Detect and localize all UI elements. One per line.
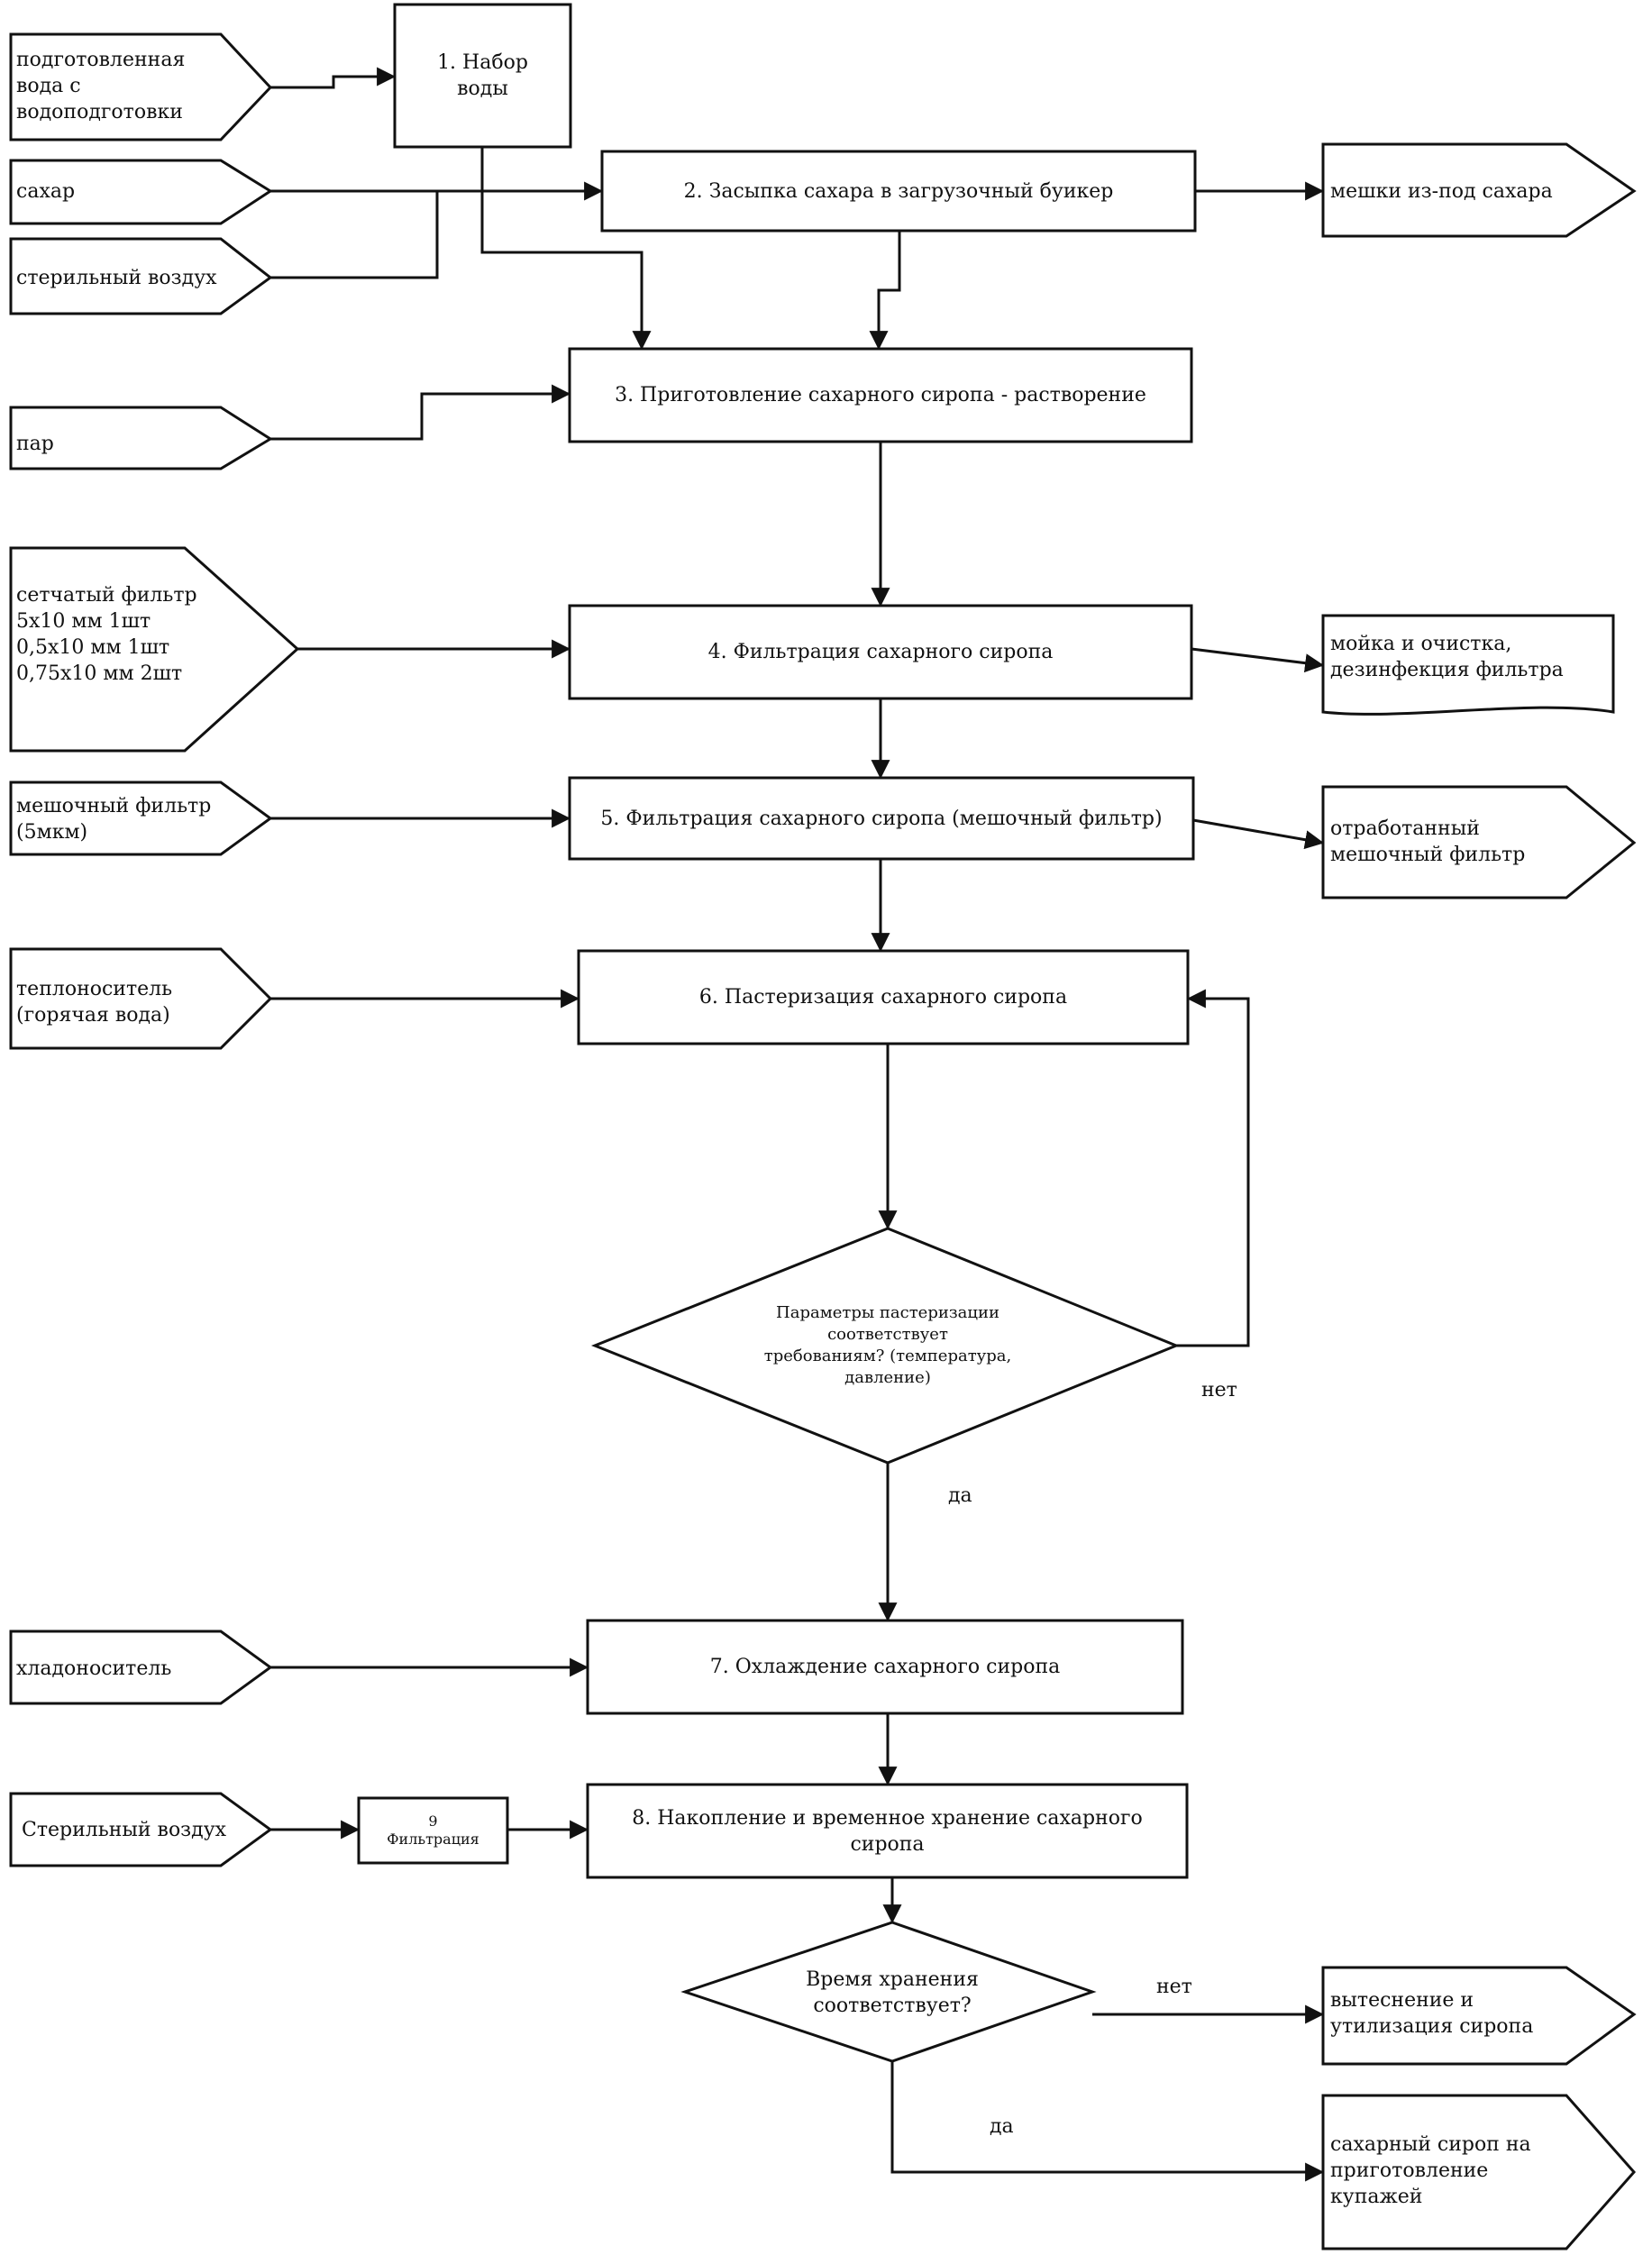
step-9-label: 9 Фильтрация bbox=[387, 1812, 479, 1848]
output-cleaning-shape bbox=[1321, 614, 1615, 716]
step-8-box bbox=[586, 1783, 1189, 1879]
edge-decision2-yes: да bbox=[990, 2115, 1014, 2138]
arrow-steam-to-step3 bbox=[270, 384, 571, 441]
edge-decision1-no: нет bbox=[1201, 1379, 1237, 1401]
input-bag-filter-shape bbox=[9, 781, 273, 856]
arrow-step4-to-cleaning bbox=[1191, 647, 1325, 673]
arrow-step2-to-step3 bbox=[869, 231, 901, 351]
step-2-box bbox=[600, 150, 1197, 233]
input-coolant-shape bbox=[9, 1630, 273, 1705]
input-bag-filter-label: мешочный фильтр (5мкм) bbox=[16, 795, 212, 844]
step-1-label: 1. Набор воды bbox=[437, 51, 528, 100]
step-7-box bbox=[586, 1619, 1184, 1715]
edge-decision2-no: нет bbox=[1156, 1976, 1192, 1998]
step-3-label: 3. Приготовление сахарного сиропа - раст… bbox=[615, 384, 1146, 406]
input-coolant-label: хладоноситель bbox=[16, 1657, 172, 1680]
arrow-step1-to-step3 bbox=[480, 147, 652, 351]
input-water-shape bbox=[9, 32, 273, 142]
step-9-box bbox=[357, 1796, 509, 1865]
input-mesh-filter-shape bbox=[9, 546, 300, 753]
input-sterile-air-2-label: Стерильный воздух bbox=[22, 1819, 227, 1841]
output-used-filter-label: отработанный мешочный фильтр bbox=[1330, 817, 1526, 866]
output-cleaning-label: мойка и очистка, дезинфекция фильтра bbox=[1330, 633, 1564, 681]
step-6-box bbox=[577, 949, 1190, 1045]
output-to-blending-label: сахарный сироп на приготовление купажей bbox=[1330, 2133, 1531, 2208]
arrow-air-to-step2 bbox=[270, 191, 439, 279]
step-7-label: 7. Охлаждение сахарного сиропа bbox=[709, 1656, 1061, 1678]
output-bags-shape bbox=[1321, 142, 1637, 238]
arrow-step5-to-usedfilter bbox=[1192, 818, 1325, 850]
output-used-filter-shape bbox=[1321, 785, 1637, 899]
step-1-box bbox=[393, 3, 572, 149]
arrow-decision1-no-loop bbox=[1176, 989, 1250, 1347]
output-disposal-label: вытеснение и утилизация сиропа bbox=[1330, 1989, 1534, 2038]
input-sterile-air-2-shape bbox=[9, 1792, 273, 1867]
input-sugar-label: сахар bbox=[16, 180, 76, 203]
step-4-label: 4. Фильтрация сахарного сиропа bbox=[707, 641, 1054, 663]
step-6-label: 6. Пастеризация сахарного сиропа bbox=[698, 986, 1068, 1009]
edge-decision1-yes: да bbox=[948, 1484, 972, 1507]
input-water-label: подготовленная вода с водоподготовки bbox=[16, 49, 186, 123]
input-steam-shape bbox=[9, 406, 273, 470]
step-2-label: 2. Засыпка сахара в загрузочный буикер bbox=[683, 179, 1114, 203]
output-bags-label: мешки из-под сахара bbox=[1330, 180, 1553, 203]
input-heat-carrier-label: теплоноситель (горячая вода) bbox=[16, 978, 173, 1027]
step-5-label: 5. Фильтрация сахарного сиропа (мешочный… bbox=[600, 807, 1163, 830]
arrow-water-to-step1 bbox=[270, 67, 397, 89]
input-mesh-filter-label: сетчатый фильтр 5x10 мм 1шт 0,5x10 мм 1ш… bbox=[16, 584, 197, 685]
input-heat-carrier-shape bbox=[9, 947, 273, 1050]
output-to-blending-shape bbox=[1321, 2094, 1637, 2250]
arrow-decision2-yes-to-blending bbox=[890, 2061, 1325, 2182]
decision-2-label: Время хранения соответствует? bbox=[806, 1968, 979, 2017]
output-disposal-shape bbox=[1321, 1966, 1637, 2066]
input-sterile-air-label: стерильный воздух bbox=[16, 267, 217, 289]
decision-1-label: Параметры пастеризации соответствует тре… bbox=[763, 1303, 1012, 1387]
input-sterile-air-shape bbox=[9, 237, 273, 315]
input-steam-label: пар bbox=[16, 433, 54, 455]
step-8-label: 8. Накопление и временное хранение сахар… bbox=[632, 1806, 1143, 1856]
input-sugar-shape bbox=[9, 159, 273, 225]
